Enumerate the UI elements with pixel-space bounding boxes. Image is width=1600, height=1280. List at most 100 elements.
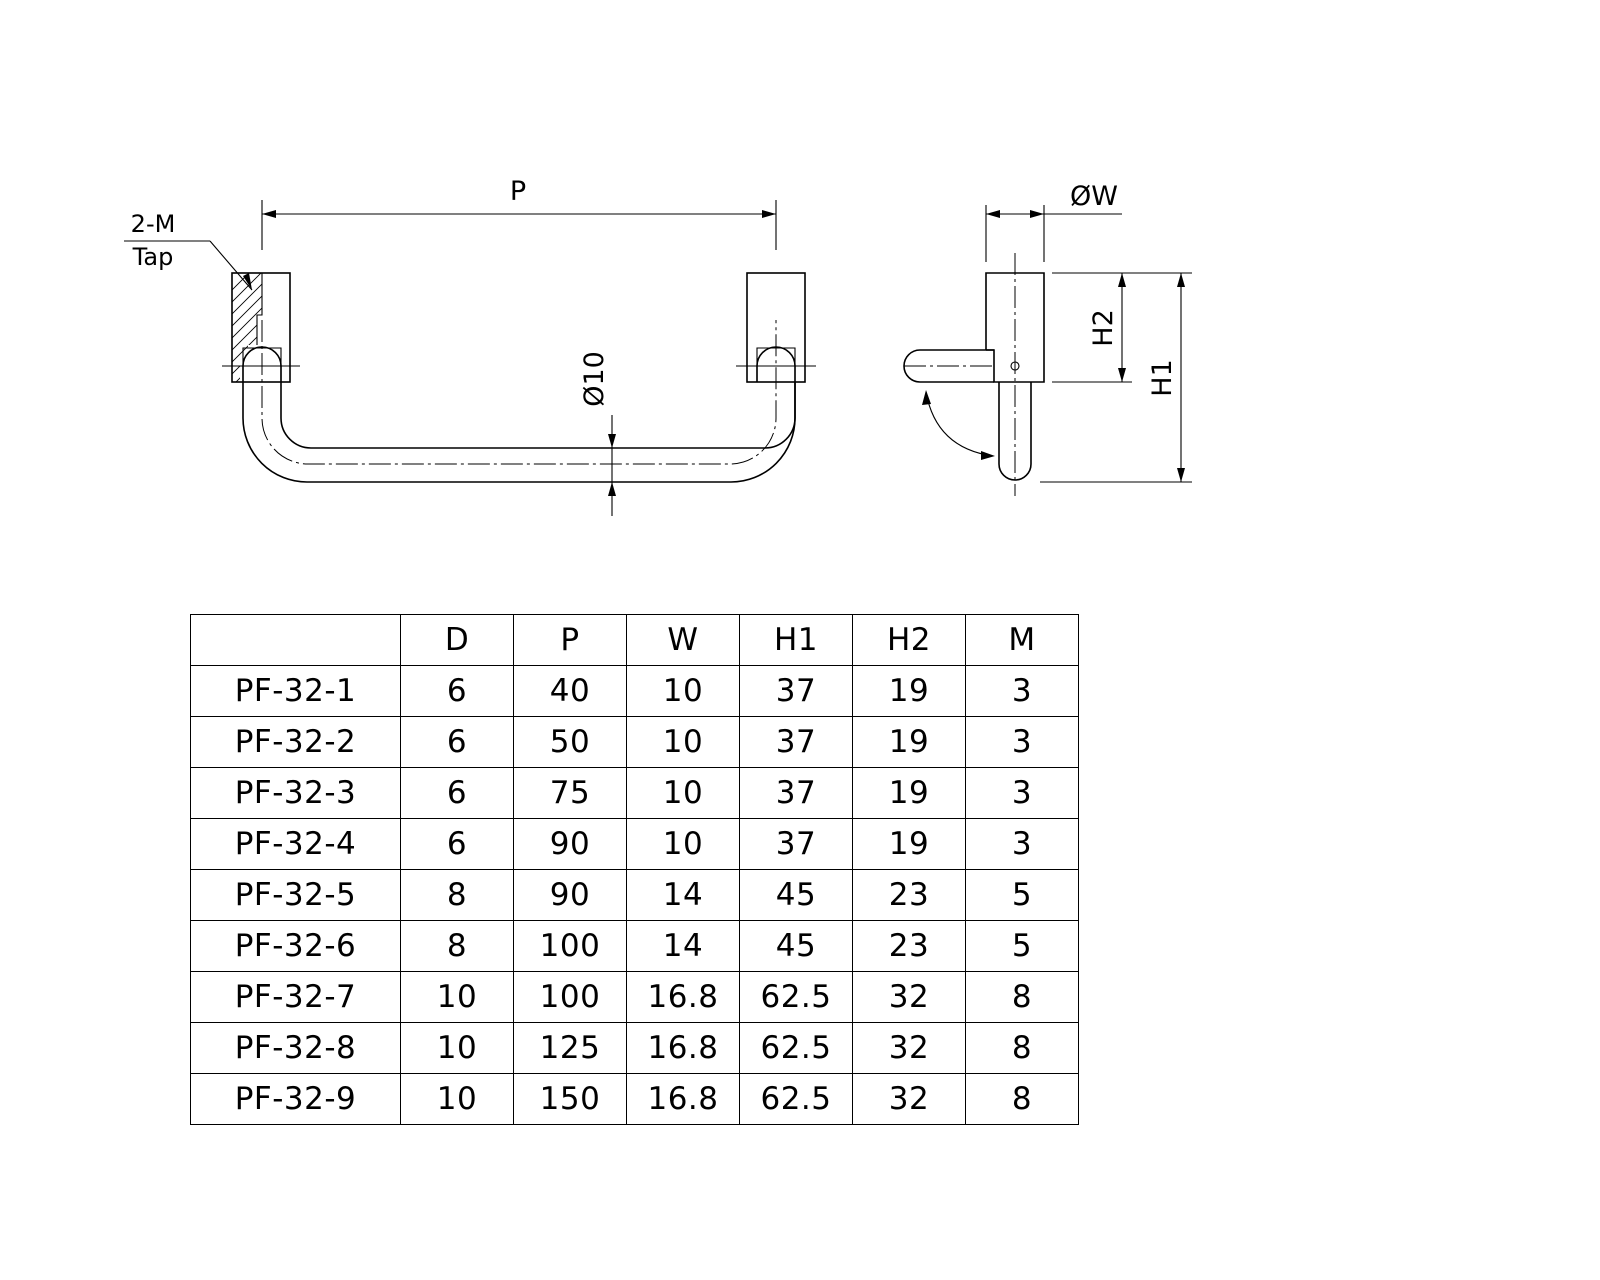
cell-p: 125	[513, 1022, 627, 1074]
cell-p: 150	[513, 1073, 627, 1125]
table-row: PF-32-7 10 100 16.8 62.5 32 8	[190, 971, 1079, 1023]
cell-p: 100	[513, 920, 627, 972]
cell-m: 8	[965, 1022, 1079, 1074]
cell-h2: 32	[852, 1073, 966, 1125]
cell-h2: 19	[852, 767, 966, 819]
cell-w: 16.8	[626, 1073, 740, 1125]
cell-h2: 32	[852, 1022, 966, 1074]
cell-m: 5	[965, 869, 1079, 921]
cell-h1: 37	[739, 716, 853, 768]
cell-h2: 19	[852, 716, 966, 768]
spec-table: D P W H1 H2 M PF-32-1 6 40 10 37 19 3 PF…	[190, 614, 1079, 1125]
cell-model: PF-32-8	[190, 1022, 401, 1074]
cell-h1: 62.5	[739, 971, 853, 1023]
table-row: PF-32-4 6 90 10 37 19 3	[190, 818, 1079, 870]
pitch-dimension: P	[261, 176, 777, 250]
table-row: PF-32-6 8 100 14 45 23 5	[190, 920, 1079, 972]
cell-p: 90	[513, 818, 627, 870]
cell-h1: 37	[739, 767, 853, 819]
cell-m: 3	[965, 665, 1079, 717]
header-d: D	[400, 614, 514, 666]
width-dimension: ØW	[985, 181, 1122, 262]
tap-callout: 2-M Tap	[124, 210, 253, 291]
cell-h1: 62.5	[739, 1022, 853, 1074]
cell-d: 6	[400, 818, 514, 870]
cell-p: 90	[513, 869, 627, 921]
h1-dimension: H1	[1040, 272, 1192, 483]
header-model	[190, 614, 401, 666]
cell-p: 40	[513, 665, 627, 717]
cell-d: 8	[400, 920, 514, 972]
cell-h2: 19	[852, 818, 966, 870]
table-row: PF-32-1 6 40 10 37 19 3	[190, 665, 1079, 717]
cell-h2: 23	[852, 869, 966, 921]
cell-d: 6	[400, 716, 514, 768]
h2-label: H2	[1088, 309, 1119, 346]
folded-handle	[903, 349, 994, 383]
cell-model: PF-32-7	[190, 971, 401, 1023]
header-w: W	[626, 614, 740, 666]
cell-m: 3	[965, 716, 1079, 768]
cell-h1: 45	[739, 920, 853, 972]
cell-h1: 45	[739, 869, 853, 921]
cell-m: 5	[965, 920, 1079, 972]
width-label: ØW	[1070, 181, 1118, 212]
table-row: PF-32-5 8 90 14 45 23 5	[190, 869, 1079, 921]
rotation-arc	[922, 390, 995, 460]
cell-model: PF-32-9	[190, 1073, 401, 1125]
cell-model: PF-32-1	[190, 665, 401, 717]
cell-d: 8	[400, 869, 514, 921]
cell-m: 3	[965, 818, 1079, 870]
cell-w: 10	[626, 665, 740, 717]
cell-model: PF-32-5	[190, 869, 401, 921]
cell-h1: 62.5	[739, 1073, 853, 1125]
side-mount-block	[985, 253, 1045, 496]
table-row: PF-32-3 6 75 10 37 19 3	[190, 767, 1079, 819]
pitch-label: P	[510, 176, 526, 207]
cell-w: 16.8	[626, 1022, 740, 1074]
cell-d: 10	[400, 1073, 514, 1125]
cell-h2: 19	[852, 665, 966, 717]
cell-h2: 32	[852, 971, 966, 1023]
cell-d: 10	[400, 1022, 514, 1074]
cell-model: PF-32-4	[190, 818, 401, 870]
cell-w: 10	[626, 716, 740, 768]
left-mount-block	[222, 272, 300, 383]
cell-w: 14	[626, 869, 740, 921]
header-h1: H1	[739, 614, 853, 666]
header-p: P	[513, 614, 627, 666]
cell-p: 50	[513, 716, 627, 768]
cell-d: 10	[400, 971, 514, 1023]
cell-p: 100	[513, 971, 627, 1023]
table-header-row: D P W H1 H2 M	[190, 614, 1079, 666]
cell-h2: 23	[852, 920, 966, 972]
table-row: PF-32-9 10 150 16.8 62.5 32 8	[190, 1073, 1079, 1125]
cell-m: 8	[965, 1073, 1079, 1125]
cell-d: 6	[400, 665, 514, 717]
cell-w: 10	[626, 767, 740, 819]
cell-w: 10	[626, 818, 740, 870]
bar-diameter-dimension: Ø10	[579, 351, 616, 516]
cell-model: PF-32-3	[190, 767, 401, 819]
table-row: PF-32-2 6 50 10 37 19 3	[190, 716, 1079, 768]
tap-label-bottom: Tap	[132, 243, 174, 271]
table-row: PF-32-8 10 125 16.8 62.5 32 8	[190, 1022, 1079, 1074]
cell-m: 8	[965, 971, 1079, 1023]
h1-label: H1	[1147, 359, 1178, 396]
cell-h1: 37	[739, 818, 853, 870]
h2-dimension: H2	[1052, 272, 1132, 383]
side-view: ØW H2 H1	[903, 181, 1192, 496]
cell-p: 75	[513, 767, 627, 819]
front-view: P 2-M Tap Ø10	[124, 176, 816, 516]
cell-model: PF-32-6	[190, 920, 401, 972]
cell-h1: 37	[739, 665, 853, 717]
cell-d: 6	[400, 767, 514, 819]
bar-diameter-label: Ø10	[579, 351, 610, 407]
cell-model: PF-32-2	[190, 716, 401, 768]
header-m: M	[965, 614, 1079, 666]
handle-bar	[242, 320, 796, 483]
cell-m: 3	[965, 767, 1079, 819]
cell-w: 16.8	[626, 971, 740, 1023]
upright-handle	[998, 382, 1032, 481]
